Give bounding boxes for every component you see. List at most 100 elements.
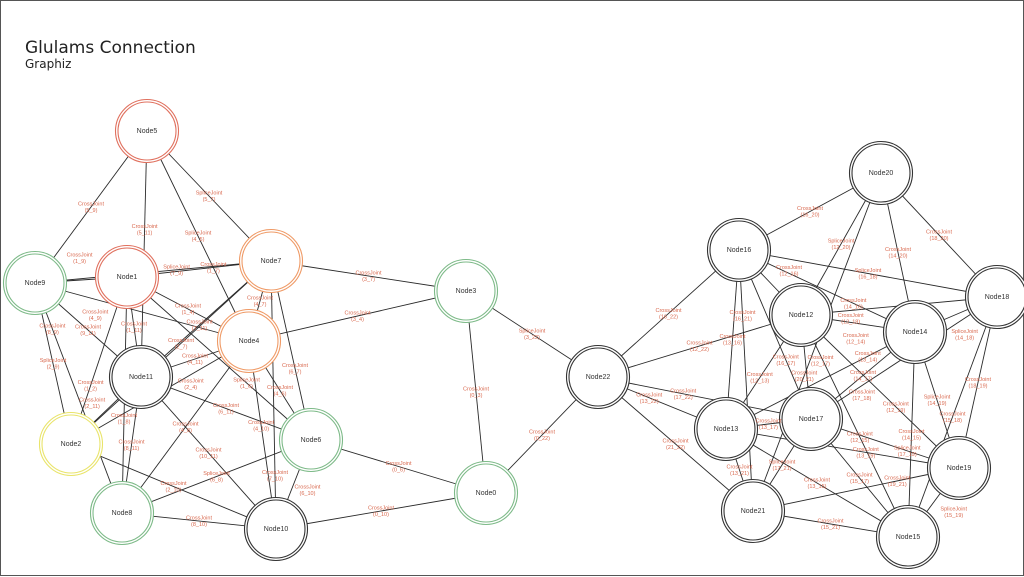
node-node18[interactable]: Node18: [966, 266, 1024, 329]
edge-1_9-label: CrossJoint(1_9): [67, 253, 93, 266]
edge-12_14-label: CrossJoint(12_14): [843, 333, 869, 346]
edge-20_21-label: CrossJoint(20_21): [791, 370, 817, 383]
node-node19[interactable]: Node19: [928, 437, 991, 500]
node-node15[interactable]: Node15: [877, 506, 940, 569]
edge-5_7-label: SpliceJoint(5_7): [196, 191, 223, 204]
edge-4_7-label: CrossJoint(4_7): [247, 296, 273, 309]
node-label: Node5: [137, 128, 158, 135]
edge-12_17-label: CrossJoint(12_17): [807, 355, 833, 368]
edge-12_13-label: CrossJoint(12_13): [747, 372, 773, 385]
edge-13_19-label: CrossJoint(13_19): [853, 447, 879, 460]
node-label: Node9: [25, 280, 46, 287]
edge-0_6-label: CrossJoint(0_6): [386, 461, 412, 474]
node-node14[interactable]: Node14: [884, 301, 947, 364]
edge-4_11-label: CrossJoint(4_11): [182, 354, 208, 367]
edge-18_20-label: CrossJoint(18_20): [926, 230, 952, 243]
edge-3_22-label: SpliceJoint(3_22): [519, 329, 546, 342]
node-node20[interactable]: Node20: [850, 142, 913, 205]
node-node0[interactable]: Node0: [455, 462, 518, 525]
node-node16[interactable]: Node16: [708, 219, 771, 282]
edge-5_9-label: CrossJoint(5_9): [78, 202, 104, 215]
edge-12_16-label: CrossJoint(12_16): [776, 265, 802, 278]
edge-2_4-label: CrossJoint(2_4): [178, 378, 204, 391]
edge-14_20-label: CrossJoint(14_20): [885, 247, 911, 260]
edge-16_22-label: CrossJoint(16_22): [656, 308, 682, 321]
edge-4_8-label: CrossJoint(4_8): [173, 422, 199, 435]
edge-12_22-label: CrossJoint(12_22): [687, 341, 713, 354]
node-label: Node14: [903, 329, 928, 336]
edge-13_21-label: CrossJoint(13_21): [727, 465, 753, 478]
node-label: Node3: [456, 288, 477, 295]
edge-0_22-label: CrossJoint(0_22): [529, 430, 555, 443]
node-label: Node2: [61, 441, 82, 448]
edge-12_15-label: CrossJoint(12_15): [847, 432, 873, 445]
edge-1_11-label: CrossJoint(1_11): [121, 322, 147, 335]
edge-8_11-label: CrossJoint(8_11): [119, 440, 145, 453]
edge-4_6-label: CrossJoint(4_6): [267, 385, 293, 398]
edge-16_20-label: CrossJoint(16_20): [797, 206, 823, 219]
edge-15_19-label: SpliceJoint(15_19): [940, 507, 967, 519]
node-node1[interactable]: Node1: [96, 246, 159, 309]
node-label: Node18: [985, 294, 1010, 301]
edge-6_10-label: CrossJoint(6_10): [294, 484, 320, 497]
edge-18_19-label: CrossJoint(18_19): [965, 377, 991, 390]
edge-17_19-label: SpliceJoint(17_19): [894, 445, 921, 458]
edge-4_9-label: CrossJoint(4_9): [82, 309, 108, 322]
node-node5[interactable]: Node5: [116, 100, 179, 163]
edge-9_11-label: CrossJoint(9_11): [75, 325, 101, 338]
node-node12[interactable]: Node12: [770, 284, 833, 347]
edge-3_7-label: CrossJoint(3_7): [356, 271, 382, 284]
node-node17[interactable]: Node17: [780, 388, 843, 451]
edge-14_18-label: SpliceJoint(14_18): [951, 329, 978, 342]
edge-19_21-label: CrossJoint(19_21): [884, 475, 910, 488]
node-node10[interactable]: Node10: [245, 498, 308, 561]
node-label: Node20: [869, 170, 894, 177]
node-label: Node11: [129, 374, 153, 381]
edge-13_16-label: CrossJoint(13_16): [720, 334, 746, 347]
node-label: Node15: [896, 534, 921, 541]
edge-17_22-label: CrossJoint(17_22): [670, 388, 696, 401]
node-label: Node6: [301, 437, 322, 444]
edge-8_9-label: CrossJoint(8_9): [39, 324, 65, 337]
node-node3[interactable]: Node3: [435, 260, 498, 323]
edge-6_8-label: SpliceJoint(6_8): [203, 471, 230, 484]
edge-14_17-label: CrossJoint(14_17): [850, 370, 876, 383]
node-label: Node21: [741, 508, 766, 515]
edge-15_18-label: CrossJoint(15_18): [940, 412, 966, 425]
edge-3_4-label: CrossJoint(3_4): [345, 311, 371, 324]
edge-13_17-label: CrossJoint(13_17): [756, 419, 782, 432]
edge-14_15-label: CrossJoint(14_15): [899, 429, 925, 442]
edge-1_6-label: SpliceJoint(1_6): [233, 377, 260, 390]
node-label: Node1: [117, 274, 138, 281]
node-label: Node13: [714, 426, 739, 433]
node-node22[interactable]: Node22: [567, 346, 630, 409]
node-label: Node0: [476, 490, 497, 497]
node-node13[interactable]: Node13: [695, 398, 758, 461]
edge-16_18-label: SpliceJoint(16_18): [855, 268, 882, 281]
node-node9[interactable]: Node9: [4, 252, 67, 315]
edge-14_16-label: CrossJoint(14_16): [840, 298, 866, 311]
node-node6[interactable]: Node6: [280, 409, 343, 472]
edge-14_19-label: SpliceJoint(14_19): [924, 395, 951, 408]
edge-15_17-label: CrossJoint(15_17): [847, 473, 873, 486]
edge-2_10-label: CrossJoint(2_10): [161, 481, 187, 494]
edge-2_7-label: CrossJoint(2_7): [168, 338, 194, 351]
edge-2_9-label: SpliceJoint(2_9): [40, 358, 67, 371]
edge-10_11-label: CrossJoint(10_11): [196, 448, 222, 461]
edge-13_22-label: CrossJoint(13_22): [636, 392, 662, 405]
edge-1_8-label: CrossJoint(1_8): [111, 413, 137, 426]
edge-17_21-label: SpliceJoint(17_21): [769, 460, 796, 473]
node-node21[interactable]: Node21: [722, 480, 785, 543]
edge-4_10-label: CrossJoint(4_10): [248, 420, 274, 433]
node-label: Node8: [112, 510, 133, 517]
node-node8[interactable]: Node8: [91, 482, 154, 545]
node-node2[interactable]: Node2: [40, 413, 103, 476]
node-node11[interactable]: Node11: [110, 346, 173, 409]
node-node4[interactable]: Node4: [218, 310, 281, 373]
edge-7_10-label: CrossJoint(7_10): [262, 470, 288, 483]
node-label: Node17: [799, 416, 824, 423]
node-node7[interactable]: Node7: [240, 230, 303, 293]
edge-16_21-label: CrossJoint(16_21): [730, 310, 756, 323]
